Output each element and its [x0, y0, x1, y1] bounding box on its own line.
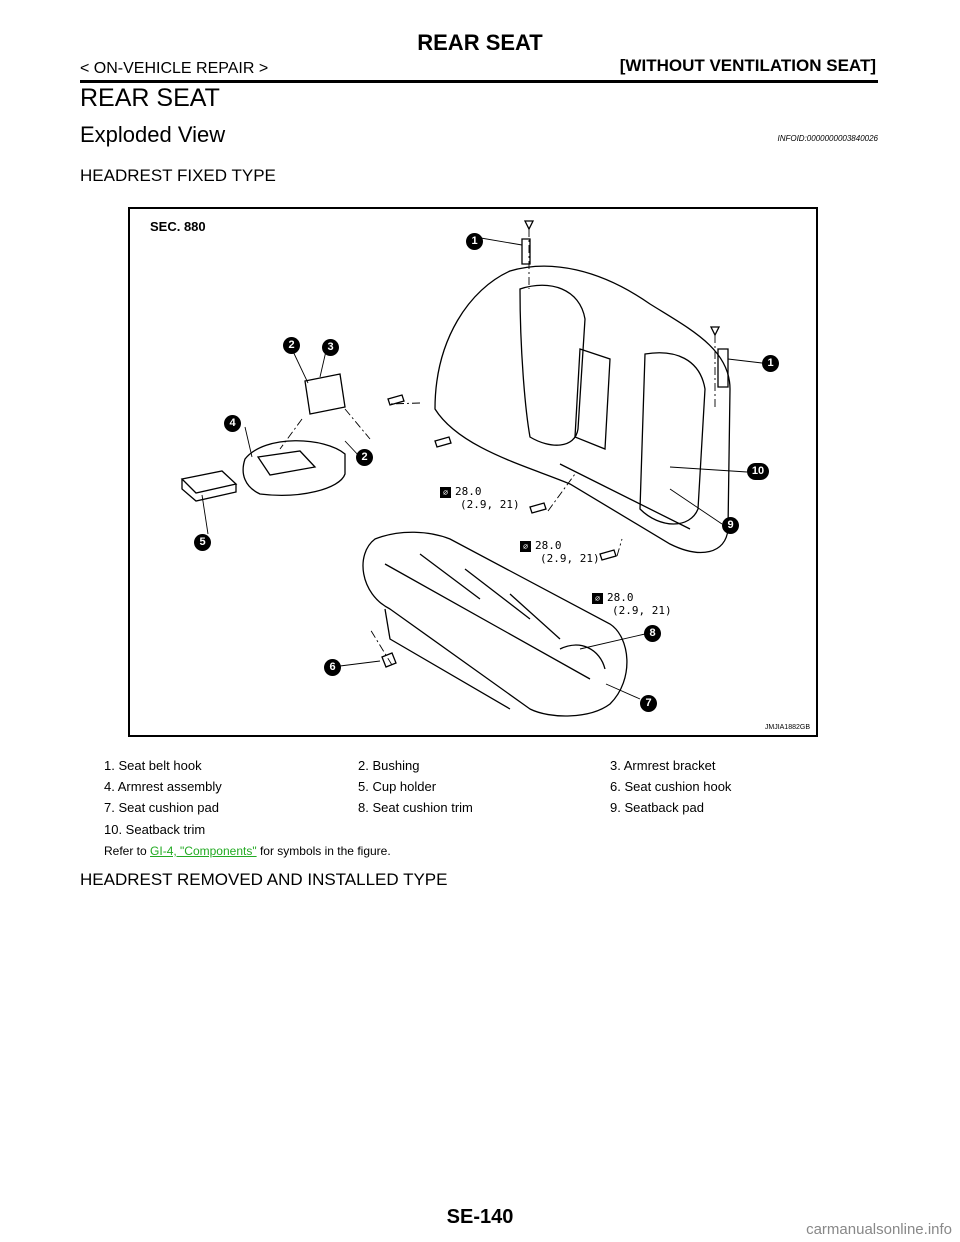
header-breadcrumb: < ON-VEHICLE REPAIR > [80, 60, 269, 77]
legend-item: 6. Seat cushion hook [610, 779, 732, 794]
heading-headrest-removed: HEADREST REMOVED AND INSTALLED TYPE [80, 870, 448, 889]
callout-4: 4 [224, 415, 241, 432]
section-code-label: SEC. 880 [150, 219, 206, 234]
callout-5: 5 [194, 534, 211, 551]
rear-seat-illustration [180, 220, 763, 717]
callout-6: 6 [324, 659, 341, 676]
callout-2: 2 [283, 337, 300, 354]
header-rule [80, 80, 878, 83]
callout-3: 3 [322, 339, 339, 356]
header-variant: [WITHOUT VENTILATION SEAT] [619, 56, 876, 75]
callout-10: 10 [747, 463, 769, 480]
torque-value: 28.0 [455, 485, 482, 498]
section-title: REAR SEAT [80, 84, 220, 112]
callout-9: 9 [722, 517, 739, 534]
torque-callout: ⌀ 28.0 (2.9, 21) [520, 539, 600, 565]
legend-item: 7. Seat cushion pad [104, 800, 219, 815]
refer-prefix: Refer to [104, 844, 151, 858]
torque-icon: ⌀ [520, 540, 531, 552]
figure-id: JMJIA1882GB [764, 724, 810, 731]
legend-item: 9. Seatback pad [610, 800, 704, 815]
torque-value: 28.0 [607, 591, 634, 604]
callout-1: 1 [762, 355, 779, 372]
subsection-title: Exploded View [80, 122, 226, 147]
page-number: SE-140 [446, 1206, 514, 1228]
refer-suffix: for symbols in the figure. [256, 844, 391, 858]
torque-units: (2.9, 21) [460, 498, 520, 511]
torque-units: (2.9, 21) [612, 604, 672, 617]
legend-item: 5. Cup holder [358, 779, 437, 794]
torque-icon: ⌀ [440, 486, 451, 498]
watermark: carmanualsonline.info [806, 1221, 952, 1238]
torque-icon: ⌀ [592, 592, 603, 604]
legend-item: 10. Seatback trim [104, 822, 206, 837]
torque-callout: ⌀ 28.0 (2.9, 21) [440, 485, 520, 511]
legend-item: 3. Armrest bracket [610, 758, 716, 773]
info-id: INFOID:0000000003840026 [777, 134, 878, 143]
callout-2: 2 [356, 449, 373, 466]
legend-item: 4. Armrest assembly [104, 779, 222, 794]
heading-headrest-fixed: HEADREST FIXED TYPE [80, 166, 276, 185]
exploded-view-figure: SEC. 880 ⌀ 28.0 (2.9, 21) ⌀ 28.0 (2.9, 21)… [128, 207, 818, 737]
torque-callout: ⌀ 28.0 (2.9, 21) [592, 591, 672, 617]
callout-7: 7 [640, 695, 657, 712]
torque-units: (2.9, 21) [540, 552, 600, 565]
running-header-title: REAR SEAT [417, 30, 543, 55]
legend-item: 1. Seat belt hook [104, 758, 202, 773]
legend-item: 2. Bushing [358, 758, 420, 773]
components-link[interactable]: GI-4, "Components" [150, 844, 257, 858]
legend-item: 8. Seat cushion trim [358, 800, 473, 815]
torque-value: 28.0 [535, 539, 562, 552]
callout-8: 8 [644, 625, 661, 642]
callout-1: 1 [466, 233, 483, 250]
refer-note: Refer to GI-4, "Components" for symbols … [104, 844, 391, 858]
